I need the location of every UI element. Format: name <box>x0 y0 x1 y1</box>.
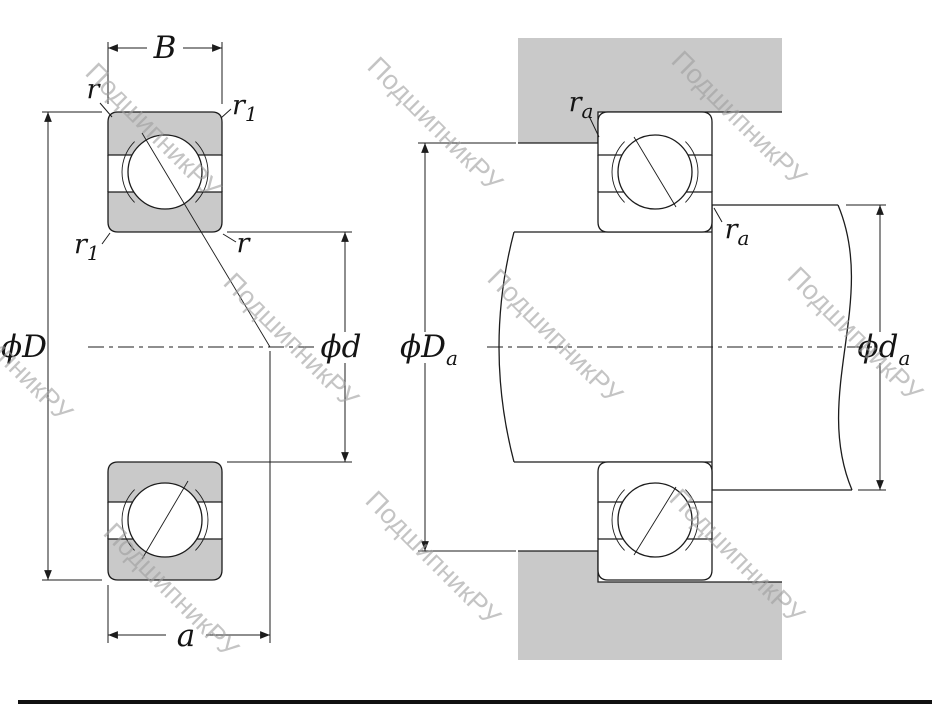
contact-angle-line-top <box>141 132 271 348</box>
inner-ring-top-section <box>597 191 713 233</box>
housing-top <box>518 38 782 143</box>
shaft-shoulder <box>712 205 852 490</box>
left-bearing-cross-section: B ϕD ϕd a r r1 r1 r <box>1 30 361 654</box>
leader-line <box>101 232 111 245</box>
outer-ring-bottom-section <box>597 538 713 581</box>
dim-label-da: ϕda <box>858 329 911 370</box>
dim-label-Da: ϕDa <box>400 329 458 370</box>
bottom-rule <box>18 700 932 704</box>
leader-line <box>222 233 237 243</box>
dim-label-r-inner: r <box>237 228 252 259</box>
ball-bottom <box>617 482 693 558</box>
contact-angle-line-bottom <box>141 480 189 560</box>
watermark-text: ПодшипникРУ <box>362 51 509 198</box>
contact-angle-line-top <box>633 136 677 208</box>
cage-arc <box>121 141 135 203</box>
cage-arc <box>611 489 625 551</box>
right-mounting-diagram: ϕDa ϕda ra ra <box>400 38 910 660</box>
shaft-body <box>499 232 712 462</box>
leader-line <box>713 207 723 223</box>
dim-label-ra-housing: ra <box>569 87 594 123</box>
dim-label-d: ϕd <box>321 329 362 365</box>
outer-ring-bottom-section <box>107 538 223 581</box>
contact-angle-line-bottom <box>633 486 677 556</box>
outer-ring-top-section <box>597 111 713 156</box>
leader-line <box>220 108 232 119</box>
leader-line <box>99 102 113 118</box>
watermark-text: ПодшипникРУ <box>360 485 507 632</box>
dim-label-a: a <box>177 618 195 654</box>
dim-label-D: ϕD <box>1 329 47 365</box>
cage-arc <box>685 141 699 203</box>
shaft-break-line-right <box>837 204 853 491</box>
cage-arc <box>121 489 135 551</box>
cage-arc <box>685 489 699 551</box>
dim-label-r1-inner: r1 <box>74 229 100 265</box>
dim-label-r1-outer: r1 <box>232 90 258 126</box>
leader-line <box>588 115 600 138</box>
cage-arc <box>195 141 209 203</box>
outer-ring-top-section <box>107 111 223 156</box>
inner-ring-bottom-section <box>597 461 713 503</box>
dim-label-B: B <box>153 30 177 66</box>
cage-arc <box>195 489 209 551</box>
cage-arc <box>611 141 625 203</box>
housing-bottom <box>518 551 782 660</box>
inner-ring-bottom-section <box>107 461 223 503</box>
dim-label-r-outer: r <box>87 74 102 105</box>
dim-label-ra-shaft: ra <box>725 214 750 250</box>
inner-ring-top-section <box>107 191 223 233</box>
